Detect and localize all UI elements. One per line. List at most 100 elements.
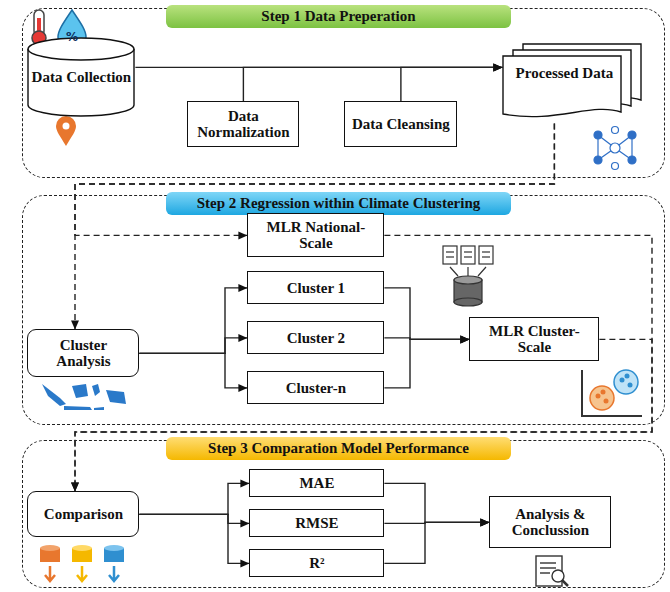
node-text: Cluster 1 — [287, 280, 345, 297]
location-pin-icon-part — [56, 116, 76, 146]
scatter-icon-part — [596, 394, 601, 399]
icon-label: % — [66, 30, 78, 44]
process-box: MLR National-Scale — [247, 213, 384, 257]
process-box: Data Normalization — [187, 101, 299, 147]
process-box: RMSE — [249, 509, 384, 537]
comparison-icon-part — [109, 566, 119, 581]
rounded-box: Comparison — [27, 491, 139, 537]
scatter-icon-part — [620, 378, 625, 383]
analysis-icon-part — [540, 562, 556, 563]
connector — [139, 338, 247, 354]
analysis-icon-part — [540, 567, 556, 568]
scatter-icon — [582, 370, 642, 416]
step-panel: Step 3 Comparation Model PerformanceComp… — [22, 440, 665, 588]
node-text: Data Collection — [32, 69, 132, 86]
step-banner: Step 1 Data Preperation — [166, 5, 511, 28]
connector — [75, 123, 554, 329]
network-icon-part — [610, 143, 620, 153]
database-icon-part — [446, 251, 454, 252]
process-box: Data Cleansing — [344, 101, 457, 147]
step-panel: Step 2 Regression within Climate Cluster… — [22, 195, 665, 425]
connector — [75, 235, 652, 491]
indonesia-map-icon-part — [94, 407, 104, 410]
database-icon-part — [464, 251, 472, 252]
node-text: Data Normalization — [193, 108, 293, 141]
scatter-icon-part — [582, 370, 642, 416]
comparison-icon-part — [45, 566, 55, 581]
connector — [139, 514, 249, 563]
data-cylinder: Data Collection — [27, 37, 135, 117]
scatter-icon-part — [601, 390, 606, 395]
connector — [384, 483, 489, 522]
analysis-icon-part — [540, 572, 550, 573]
indonesia-map-icon-part — [106, 390, 126, 404]
connector — [384, 288, 469, 340]
process-box: MAE — [249, 469, 384, 497]
comparison-icon-part — [40, 545, 60, 551]
network-icon-part — [612, 127, 619, 134]
database-icon-part — [479, 246, 493, 264]
connector — [139, 353, 247, 388]
process-box: Analysis & Conclussion — [489, 496, 611, 548]
node-text: MLR Cluster-Scale — [475, 323, 593, 356]
scatter-icon-part — [625, 374, 630, 379]
node-text: Cluster 2 — [287, 330, 345, 347]
scatter-icon-part — [628, 383, 633, 388]
node-text: Analysis & Conclussion — [495, 506, 605, 539]
analysis-icon-part — [562, 580, 568, 586]
connector — [139, 514, 249, 523]
node-text: Cluster Analysis — [33, 337, 133, 370]
database-icon-part — [454, 276, 482, 284]
node-text: Processed Data — [516, 65, 614, 82]
node-text: Data Cleansing — [352, 116, 450, 133]
step-banner: Step 3 Comparation Model Performance — [166, 437, 511, 460]
process-box: Cluster 2 — [247, 321, 384, 354]
comparison-icon — [40, 545, 124, 581]
comparison-icon-part — [77, 566, 87, 581]
database-icon-part — [450, 267, 486, 276]
connector — [384, 339, 469, 388]
network-icon-part — [594, 131, 602, 139]
database-icon-part — [464, 256, 472, 257]
step-banner: Step 2 Regression within Climate Cluster… — [166, 192, 511, 215]
database-icon-part — [482, 256, 490, 257]
indonesia-map-icon-part — [72, 384, 88, 398]
rounded-box: Cluster Analysis — [27, 329, 139, 377]
network-icon-part — [628, 156, 636, 164]
thermometer-icon — [32, 10, 46, 45]
network-icon-part — [594, 156, 602, 164]
node-text: Comparison — [44, 506, 123, 523]
location-pin-icon-part — [63, 123, 70, 130]
database-icon-part — [446, 256, 454, 257]
database-icon-part — [461, 246, 475, 264]
database-icon-part — [443, 246, 457, 264]
indonesia-map-icon-part — [64, 406, 92, 410]
step-panel: Step 1 Data PreperationData CollectionDa… — [22, 8, 665, 178]
document-page — [503, 56, 621, 117]
database-icon-part — [482, 251, 490, 252]
comparison-icon-part — [72, 545, 92, 551]
connector — [139, 483, 249, 514]
scatter-icon-part — [614, 370, 638, 394]
connector — [401, 67, 503, 101]
document-stack-shape — [502, 43, 644, 123]
node-text: R² — [309, 555, 324, 572]
process-box: Cluster-n — [247, 371, 384, 404]
connector — [243, 67, 502, 101]
comparison-icon-part — [104, 545, 124, 551]
node-text: MLR National-Scale — [253, 219, 378, 252]
node-text: MAE — [299, 475, 334, 492]
node-text: RMSE — [295, 515, 338, 532]
analysis-icon — [536, 556, 568, 586]
indonesia-map-icon-part — [42, 384, 66, 406]
database-icon-part — [454, 298, 482, 306]
process-box: MLR Cluster-Scale — [469, 317, 599, 361]
scatter-icon-part — [590, 386, 614, 410]
cylinder-top — [28, 38, 134, 60]
process-box: R² — [249, 549, 384, 577]
indonesia-map-icon-part — [92, 384, 100, 396]
location-pin-icon — [56, 116, 76, 146]
node-text: Cluster-n — [286, 380, 346, 397]
connector — [384, 522, 489, 563]
